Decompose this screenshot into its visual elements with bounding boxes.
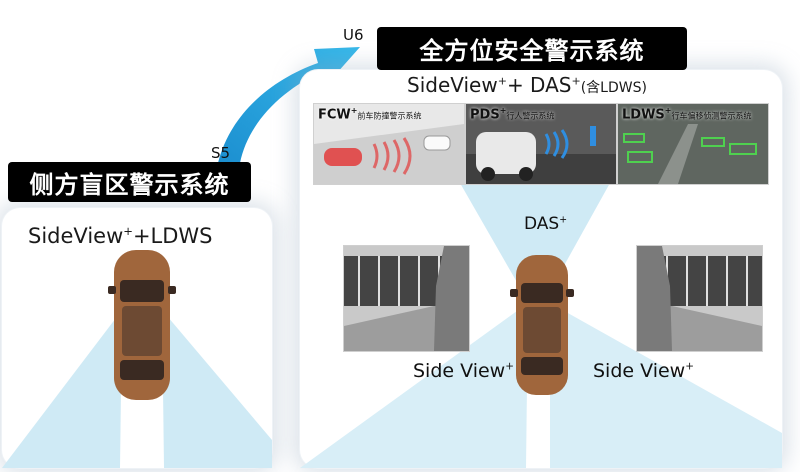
side-view-right-label: Side View+	[593, 360, 694, 382]
pds-name: PDS	[470, 107, 500, 123]
s5-subtitle-sup: +	[123, 224, 133, 238]
side-view-right-sup: +	[685, 360, 694, 373]
ldws-image: LDWS+行车偏移侦测警示系统	[617, 103, 769, 185]
u6-left-beam	[300, 303, 528, 468]
fcw-name: FCW	[318, 107, 351, 123]
u6-title-banner: 全方位安全警示系统	[377, 27, 687, 70]
u6-subtitle-rest: (含LDWS)	[580, 80, 647, 96]
ldws-label: LDWS+行车偏移侦测警示系统	[622, 106, 751, 122]
side-view-left-image	[343, 245, 470, 352]
u6-subtitle-mid: + DAS	[506, 73, 572, 97]
s5-coverage-diagram	[2, 250, 272, 468]
pds-sup: +	[499, 106, 507, 115]
s5-title-banner: 侧方盲区警示系统	[8, 162, 251, 202]
stage-code-s5: S5	[211, 144, 231, 162]
fcw-label: FCW+前车防撞警示系统	[318, 106, 421, 122]
u6-subtitle-sup: +	[497, 74, 507, 88]
u6-subtitle-main: SideView	[407, 73, 498, 97]
u6-subtitle: SideView++ DAS+(含LDWS)	[407, 73, 647, 97]
das-sup: +	[559, 214, 568, 226]
upgrade-arrow	[218, 47, 360, 163]
fcw-sup: +	[350, 106, 358, 115]
side-view-left-name: Side View	[413, 360, 506, 382]
side-view-right-image	[636, 245, 763, 352]
left-side-beam	[2, 310, 122, 468]
ldws-sup: +	[664, 106, 672, 115]
u6-subtitle-sup2: +	[571, 74, 581, 88]
das-name: DAS	[524, 214, 560, 234]
u6-right-beam	[550, 303, 782, 468]
u6-coverage-diagram	[300, 183, 782, 468]
right-side-beam	[162, 310, 272, 468]
car-top-view-left	[108, 250, 176, 400]
s5-subtitle: SideView++LDWS	[28, 224, 213, 248]
s5-subtitle-main: SideView	[28, 224, 124, 248]
s5-subtitle-rest: +LDWS	[132, 224, 213, 248]
ldws-desc: 行车偏移侦测警示系统	[671, 111, 752, 121]
pds-desc: 行人警示系统	[506, 111, 555, 121]
side-view-right-name: Side View	[593, 360, 686, 382]
side-view-left-sup: +	[505, 360, 514, 373]
pds-label: PDS+行人警示系统	[470, 106, 554, 122]
das-label: DAS+	[524, 214, 567, 234]
stage-code-u6: U6	[343, 26, 364, 44]
pds-image: PDS+行人警示系统	[465, 103, 617, 185]
car-top-view-right	[510, 255, 574, 395]
ldws-name: LDWS	[622, 107, 665, 123]
das-front-beam	[460, 183, 610, 298]
fcw-image: FCW+前车防撞警示系统	[313, 103, 465, 185]
side-view-left-label: Side View+	[413, 360, 514, 382]
fcw-desc: 前车防撞警示系统	[357, 111, 422, 121]
